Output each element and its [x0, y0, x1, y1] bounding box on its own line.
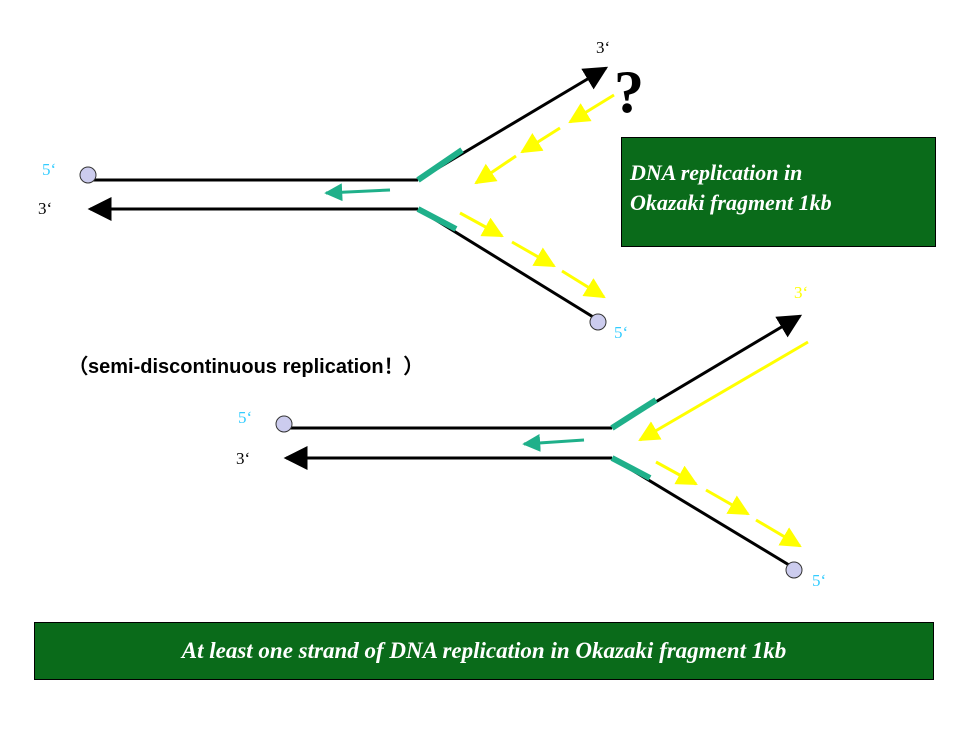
bottom-lower-end-circle	[785, 561, 803, 579]
bottom-leading-fragment-2	[705, 488, 750, 516]
bottom-primer-lower	[610, 455, 652, 481]
top-leading-fragment-1	[459, 211, 504, 238]
bottom-primer-upper	[610, 397, 658, 431]
top-primer-upper	[416, 147, 464, 183]
top-label-upper-3: 3‘	[596, 38, 610, 57]
bottom-continuous-new-strand	[638, 340, 809, 442]
top-lower-end-circle	[589, 313, 607, 331]
top-fork: 5‘ 3‘ 3‘ 5‘	[38, 38, 628, 342]
bottom-fork: 5‘ 3‘ 3‘ 5‘	[236, 283, 826, 590]
top-left-end-circle	[79, 166, 97, 184]
bottom-left-end-circle	[275, 415, 293, 433]
top-label-left-5: 5‘	[42, 160, 56, 179]
top-leading-fragment-2	[511, 240, 556, 268]
semi-discontinuous-caption: （semi-discontinuous replication！）	[68, 356, 424, 378]
question-mark: ?	[614, 59, 644, 125]
bottom-label-lower-5: 5‘	[812, 571, 826, 590]
top-primer-lower	[416, 206, 458, 232]
bottom-label-left-5: 5‘	[238, 408, 252, 427]
bottom-label-upper-3: 3‘	[794, 283, 808, 302]
top-label-left-3: 3‘	[38, 199, 52, 218]
top-okazaki-arrow-short	[324, 183, 391, 202]
top-leading-fragment-3	[561, 269, 606, 299]
okazaki-note-line2: Okazaki fragment 1kb	[630, 190, 832, 215]
okazaki-note-box: DNA replication in Okazaki fragment 1kb	[621, 137, 936, 247]
conclusion-box: At least one strand of DNA replication i…	[34, 622, 934, 680]
bottom-label-left-3: 3‘	[236, 449, 250, 468]
bottom-leading-fragment-1	[655, 460, 698, 486]
top-lagging-fragment-1	[568, 93, 615, 124]
top-lagging-fragment-2	[520, 126, 561, 154]
okazaki-note-line1: DNA replication in	[630, 160, 803, 185]
top-label-lower-5: 5‘	[614, 323, 628, 342]
bottom-leading-fragment-3	[755, 518, 802, 548]
top-lagging-fragment-3	[474, 154, 517, 185]
bottom-okazaki-arrow-short	[522, 433, 585, 452]
